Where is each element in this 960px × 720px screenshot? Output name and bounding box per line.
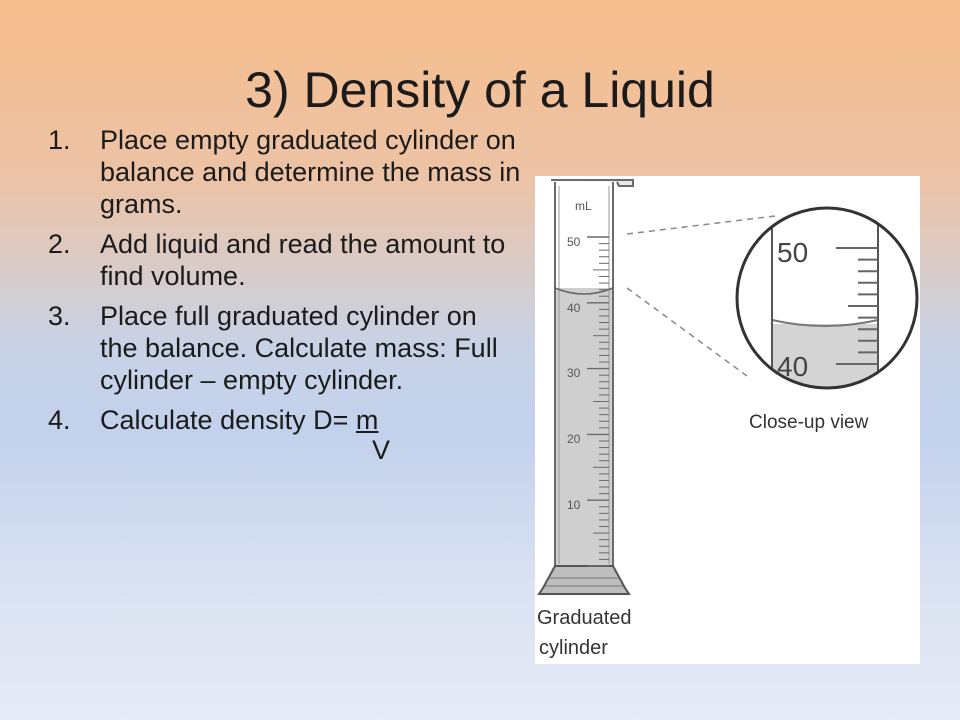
step-text: Add liquid and read the amount to find v… (100, 229, 506, 291)
cylinder-caption-line2: cylinder (539, 637, 608, 659)
step-number: 3. (48, 301, 71, 331)
graduated-cylinder-drawing: mL 50 40 30 20 10 (537, 179, 634, 595)
step-text: Calculate density D= (100, 405, 356, 435)
unit-label: mL (575, 199, 592, 213)
step-number: 4. (48, 405, 71, 435)
scale-label-40: 40 (567, 301, 581, 315)
closeup-view: 50 40 Close-up view (735, 206, 919, 433)
density-denominator: V (371, 435, 390, 465)
slide-title: 3) Density of a Liquid (245, 62, 715, 118)
leader-line-top (626, 215, 776, 235)
scale-label-50: 50 (567, 235, 581, 249)
step-text: Place full graduated cylinder on the bal… (100, 301, 498, 395)
instruction-list: 1. Place empty graduated cylinder on bal… (48, 124, 528, 474)
closeup-caption: Close-up view (749, 412, 869, 433)
density-numerator: m (355, 405, 379, 435)
step-3: 3. Place full graduated cylinder on the … (48, 300, 520, 396)
scale-label-10: 10 (567, 498, 581, 512)
step-1: 1. Place empty graduated cylinder on bal… (48, 124, 528, 220)
cylinder-caption-line1: Graduated (537, 607, 632, 629)
step-number: 1. (48, 125, 71, 155)
step-number: 2. (48, 229, 71, 259)
closeup-label-50: 50 (777, 237, 808, 268)
step-2: 2. Add liquid and read the amount to fin… (48, 228, 528, 292)
liquid-fill (555, 288, 613, 566)
scale-label-30: 30 (567, 366, 581, 380)
scale-label-20: 20 (567, 432, 581, 446)
leader-line-bottom (626, 287, 748, 377)
graduated-cylinder-figure: mL 50 40 30 20 10 50 40 (535, 176, 920, 664)
closeup-label-40: 40 (777, 351, 808, 382)
step-text: Place empty graduated cylinder on balanc… (100, 125, 521, 219)
step-4: 4. Calculate density D= m V (48, 404, 440, 466)
